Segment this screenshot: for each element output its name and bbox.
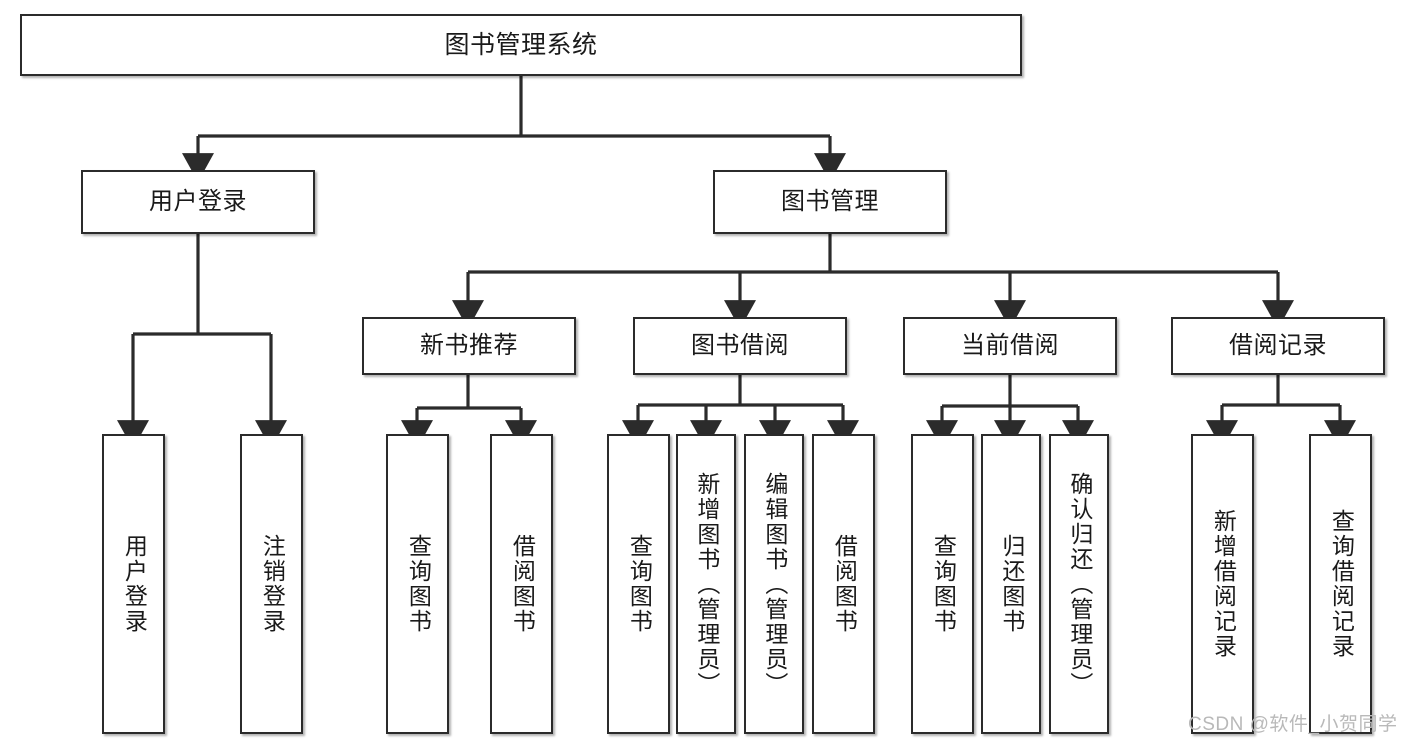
node-label: 用户登录 (121, 534, 148, 634)
node-label: 新增图书（管理员） (693, 471, 720, 697)
node-label: 图书管理 (781, 188, 879, 216)
node-label: 借阅图书 (509, 534, 536, 634)
node-label: 查询借阅记录 (1328, 509, 1355, 659)
leaf-new-book-query[interactable]: 查询图书 (386, 434, 449, 734)
leaf-user-login-logout[interactable]: 注销登录 (240, 434, 303, 734)
leaf-borrow-edit-book[interactable]: 编辑图书（管理员） (744, 434, 804, 734)
node-label: 用户登录 (149, 188, 247, 216)
node-label: 新增借阅记录 (1210, 509, 1237, 659)
node-label: 查询图书 (626, 534, 653, 634)
leaf-borrow-query-book[interactable]: 查询图书 (607, 434, 670, 734)
node-label: 当前借阅 (961, 332, 1059, 360)
node-label: 借阅记录 (1229, 332, 1327, 360)
node-label: 查询图书 (405, 534, 432, 634)
node-user-login[interactable]: 用户登录 (81, 170, 315, 234)
node-label: 查询图书 (930, 534, 957, 634)
node-new-book-recommend[interactable]: 新书推荐 (362, 317, 576, 375)
leaf-records-query-record[interactable]: 查询借阅记录 (1309, 434, 1372, 734)
node-current-borrow[interactable]: 当前借阅 (903, 317, 1117, 375)
leaf-borrow-add-book[interactable]: 新增图书（管理员） (676, 434, 736, 734)
node-borrow-records[interactable]: 借阅记录 (1171, 317, 1385, 375)
node-label: 编辑图书（管理员） (761, 471, 788, 697)
node-label: 确认归还（管理员） (1066, 471, 1093, 697)
node-book-borrow[interactable]: 图书借阅 (633, 317, 847, 375)
node-label: 图书管理系统 (444, 30, 598, 59)
node-label: 新书推荐 (420, 332, 518, 360)
leaf-records-add-record[interactable]: 新增借阅记录 (1191, 434, 1254, 734)
leaf-current-return-book[interactable]: 归还图书 (981, 434, 1041, 734)
node-label: 借阅图书 (831, 534, 858, 634)
csdn-watermark: CSDN @软件_小贺同学 (1188, 714, 1398, 735)
node-book-management[interactable]: 图书管理 (713, 170, 947, 234)
node-label: 注销登录 (259, 534, 286, 634)
node-root-system[interactable]: 图书管理系统 (20, 14, 1022, 76)
node-label: 图书借阅 (691, 332, 789, 360)
leaf-borrow-borrow-book[interactable]: 借阅图书 (812, 434, 875, 734)
node-label: 归还图书 (998, 534, 1025, 634)
leaf-current-confirm-return[interactable]: 确认归还（管理员） (1049, 434, 1109, 734)
leaf-current-query-book[interactable]: 查询图书 (911, 434, 974, 734)
leaf-user-login-signin[interactable]: 用户登录 (102, 434, 165, 734)
leaf-new-book-borrow[interactable]: 借阅图书 (490, 434, 553, 734)
